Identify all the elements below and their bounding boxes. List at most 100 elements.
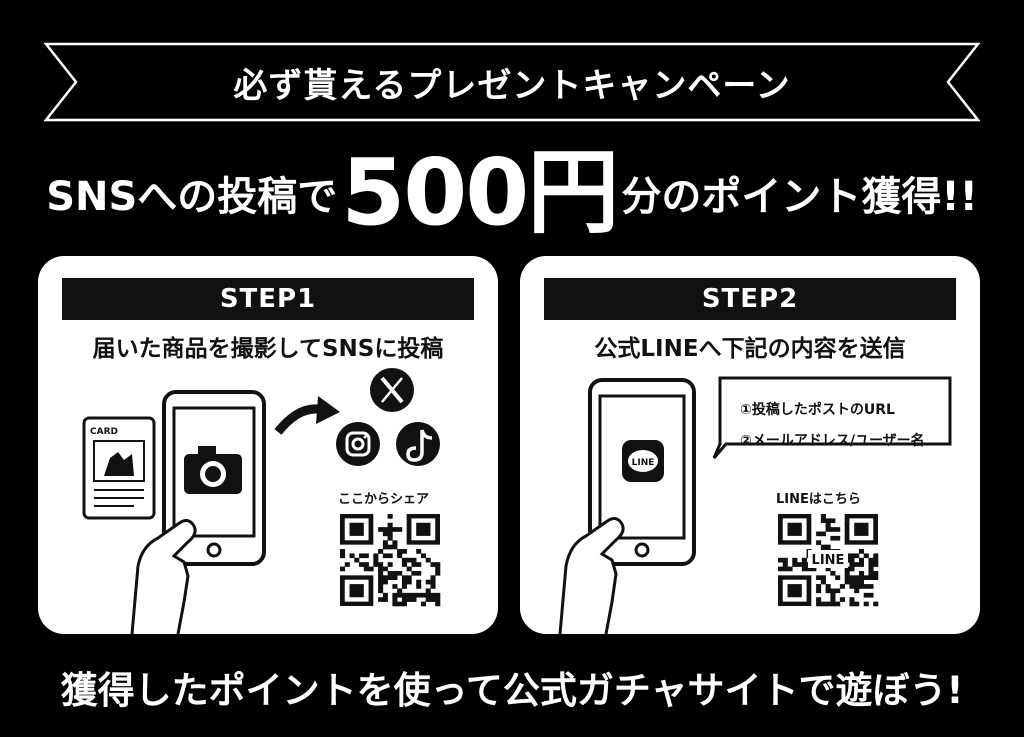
banner-ribbon (44, 42, 980, 122)
headline-amount: 500円 (341, 138, 619, 246)
step1-card: STEP1 届いた商品を撮影してSNSに投稿 CARD (38, 256, 498, 634)
qr-module (873, 601, 879, 607)
qr-module (435, 566, 441, 572)
headline-post: 分のポイント獲得!! (621, 173, 978, 220)
qr-module (359, 562, 365, 567)
qr-module (849, 597, 855, 602)
qr-module (820, 531, 826, 537)
qr-module (868, 575, 874, 581)
qr-module (863, 553, 869, 559)
qr-module (830, 601, 836, 607)
qr-module (782, 557, 788, 563)
tiktok-icon (396, 422, 440, 466)
qr-module (820, 601, 826, 607)
qr-module (868, 566, 874, 572)
qr-module (873, 570, 879, 576)
qr-module (401, 557, 407, 563)
qr-module (392, 527, 398, 532)
campaign-banner: 必ず貰えるプレゼントキャンペーン (44, 42, 980, 122)
qr-module (397, 592, 403, 598)
qr-module (416, 549, 422, 554)
qr-module (868, 562, 874, 567)
qr-module (863, 584, 869, 589)
qr-module (816, 588, 822, 594)
qr-module (425, 579, 431, 585)
qr-module (401, 575, 407, 581)
qr-module (858, 575, 865, 581)
qr-module (858, 557, 865, 563)
qr-module (782, 566, 788, 572)
qr-module (858, 570, 865, 576)
qr-module (382, 575, 388, 581)
qr-module (801, 557, 807, 563)
qr-module (373, 553, 379, 559)
step2-label: STEP2 (544, 278, 956, 320)
qr-module (401, 549, 407, 554)
x-logo-icon (370, 368, 414, 412)
qr-module (816, 601, 822, 607)
qr-module (825, 566, 831, 572)
qr-module (806, 566, 812, 572)
qr-module (340, 566, 346, 572)
qr-module (844, 579, 850, 585)
qr-module (858, 549, 865, 554)
qr-module (830, 597, 836, 602)
qr-module (830, 570, 836, 576)
qr-module (873, 575, 879, 581)
qr-module (378, 527, 384, 532)
step2-illustration: LINE LINE (558, 376, 952, 634)
qr-module (406, 597, 412, 602)
qr-module (392, 592, 398, 598)
qr-module (416, 562, 422, 567)
step1-illustration: CARD (82, 368, 442, 634)
qr-module (425, 588, 431, 594)
qr-module (387, 562, 393, 567)
qr-module (416, 584, 422, 589)
qr-module (797, 562, 803, 567)
qr-module (397, 553, 403, 559)
qr-module (854, 584, 860, 589)
qr-module (397, 570, 403, 576)
footer-text: 獲得したポイントを使って公式ガチャサイトで遊ぼう! (60, 669, 964, 712)
qr-module (368, 566, 374, 572)
qr-module (849, 579, 855, 585)
qr-module (839, 597, 845, 602)
qr-module (787, 566, 793, 572)
qr-module (363, 553, 369, 559)
qr-module (401, 592, 407, 598)
qr-module (863, 575, 869, 581)
line-icon: LINE (622, 440, 664, 482)
qr-module (854, 575, 860, 581)
camera-icon (184, 446, 242, 494)
qr-module (858, 584, 865, 589)
qr-module (835, 575, 841, 581)
qr-module (435, 601, 441, 607)
qr-module (382, 531, 388, 537)
qr-module (801, 566, 807, 572)
qr-module (844, 570, 850, 576)
bubble-item-1: ①投稿したポストのURL (740, 402, 895, 418)
qr-module (849, 584, 855, 589)
qr-module (378, 597, 384, 602)
qr-module (378, 588, 384, 594)
qr-module (835, 527, 841, 532)
qr-module (401, 597, 407, 602)
qr-module (873, 557, 879, 563)
qr-module (406, 579, 412, 585)
qr-module (378, 549, 384, 554)
qr-module (387, 570, 393, 576)
qr-module (849, 601, 855, 607)
qr-module (392, 540, 398, 545)
qr-module (854, 588, 860, 594)
qr-module (340, 553, 346, 559)
qr-module (392, 575, 398, 581)
qr-module (344, 562, 350, 567)
qr-module (858, 579, 865, 585)
qr-module (406, 557, 412, 563)
qr-module (378, 584, 384, 589)
qr-module (816, 531, 822, 537)
qr-module (420, 601, 427, 607)
qr-module (839, 584, 845, 589)
qr-module (392, 584, 398, 589)
qr-module (868, 570, 874, 576)
